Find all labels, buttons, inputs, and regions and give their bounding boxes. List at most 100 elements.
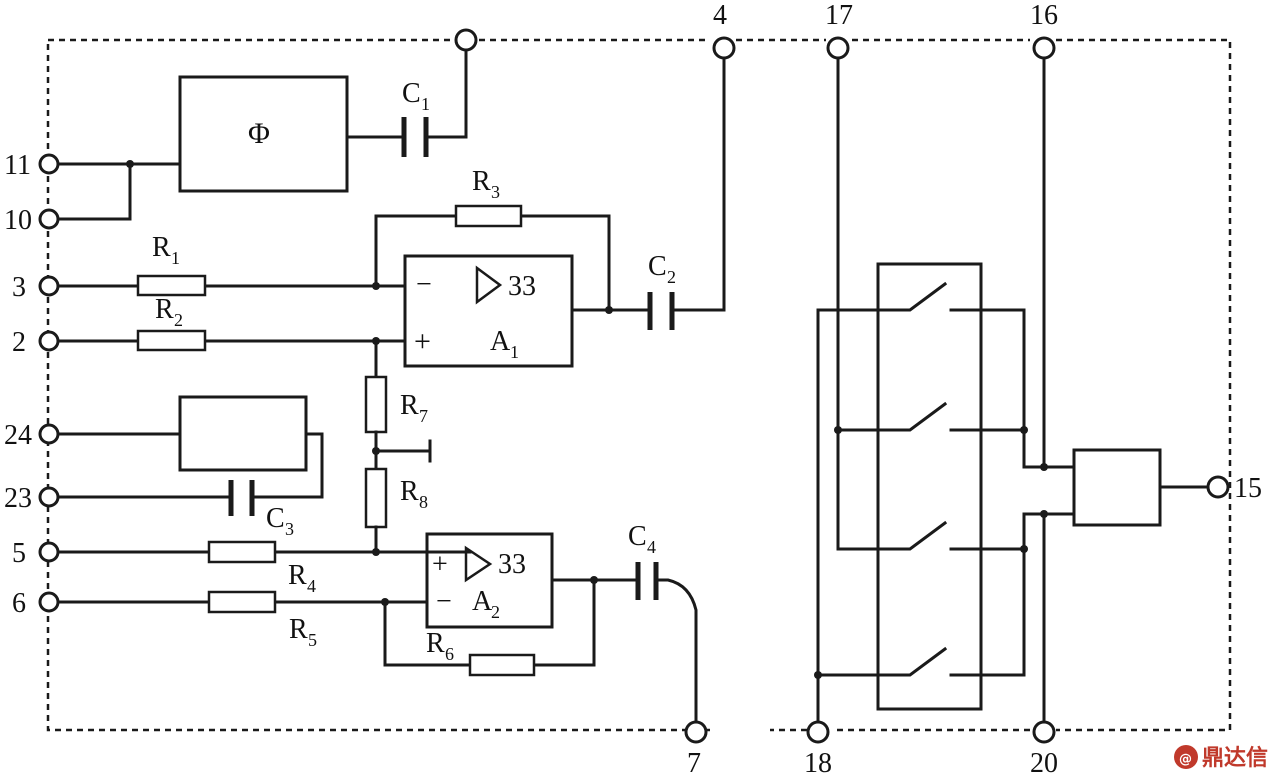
c3-sub: 3 <box>285 519 294 539</box>
junction <box>126 160 134 168</box>
junction <box>372 447 380 455</box>
switch-row-1 <box>816 281 1046 469</box>
terminal-16 <box>1032 36 1056 60</box>
opamp-a2 <box>425 532 554 629</box>
terminal-15-label: 15 <box>1234 473 1262 504</box>
r1-label: R <box>152 232 171 263</box>
resistor-r3 <box>454 204 523 228</box>
r2-sub: 2 <box>174 310 183 330</box>
r4-label: R <box>288 560 307 591</box>
terminal-6 <box>38 591 60 613</box>
r4-sub: 4 <box>307 576 316 596</box>
capacitor-c1 <box>401 117 429 157</box>
r6-sub: 6 <box>445 644 454 664</box>
a1-gain: 33 <box>508 271 536 302</box>
terminal-20-label: 20 <box>1030 748 1058 779</box>
resistor-r4 <box>207 540 277 564</box>
resistor-r8 <box>364 467 388 529</box>
terminal-11 <box>38 153 60 175</box>
terminal-4 <box>712 36 736 60</box>
terminal-4-label: 4 <box>713 0 727 31</box>
terminal-15 <box>1206 475 1230 499</box>
terminal-3 <box>38 275 60 297</box>
phi-block <box>178 75 349 193</box>
terminal-24 <box>38 423 60 445</box>
terminal-23 <box>38 486 60 508</box>
wire-10 <box>56 162 132 221</box>
switch-row-3 <box>836 512 1046 551</box>
terminal-18 <box>806 720 830 744</box>
terminal-23-label: 23 <box>4 483 32 514</box>
junction <box>590 576 598 584</box>
c4-label: C <box>628 521 647 552</box>
terminal-c1-top <box>454 28 478 52</box>
terminal-2-label: 2 <box>12 327 26 358</box>
wire-c4-out <box>656 578 698 724</box>
a2-label: A <box>472 586 493 617</box>
r1-sub: 1 <box>171 248 180 268</box>
wire-c2-out <box>672 56 726 312</box>
terminal-2 <box>38 330 60 352</box>
c3-label: C <box>266 503 285 534</box>
output-block <box>1072 448 1162 527</box>
terminal-11-label: 11 <box>4 150 31 181</box>
wire-r3 <box>374 214 611 312</box>
a2-gain: 33 <box>498 549 526 580</box>
svg-text:@: @ <box>1179 752 1192 767</box>
junction <box>605 306 613 314</box>
opamp-a2-triangle <box>464 545 493 583</box>
terminal-10-label: 10 <box>4 205 32 236</box>
c4-sub: 4 <box>647 537 656 557</box>
terminal-17 <box>826 36 850 60</box>
junction <box>1020 426 1028 434</box>
wire-output-in <box>1042 465 1076 516</box>
a1-sub: 1 <box>510 342 519 362</box>
a1-plus: + <box>414 325 431 358</box>
r3-label: R <box>472 166 491 197</box>
watermark: @ 鼎达信 <box>1174 745 1268 771</box>
phi-label: Φ <box>248 117 270 150</box>
a1-minus: − <box>416 269 432 300</box>
junction <box>372 548 380 556</box>
terminal-7 <box>684 720 708 744</box>
capacitor-c4 <box>635 562 659 600</box>
terminal-5 <box>38 541 60 563</box>
junction <box>814 671 822 679</box>
r5-sub: 5 <box>308 630 317 650</box>
resistor-r7 <box>364 375 388 434</box>
r2-label: R <box>155 294 174 325</box>
switch-array <box>876 262 983 711</box>
wire-c1-right <box>426 48 468 139</box>
r7-sub: 7 <box>419 406 428 426</box>
resistor-r5 <box>207 590 277 614</box>
junction <box>834 426 842 434</box>
c1-label: C <box>402 78 421 109</box>
terminal-24-label: 24 <box>4 420 32 451</box>
block-24 <box>178 395 308 472</box>
a1-label: A <box>490 326 511 357</box>
terminal-10 <box>38 208 60 230</box>
opamp-a1-triangle <box>475 265 503 305</box>
switch-row-2 <box>836 401 1026 432</box>
junction <box>1020 545 1028 553</box>
terminal-5-label: 5 <box>12 538 26 569</box>
a2-sub: 2 <box>491 602 500 622</box>
watermark-text: 鼎达信 <box>1202 745 1268 771</box>
a2-minus: − <box>436 586 452 617</box>
a2-plus: + <box>432 549 448 580</box>
r3-sub: 3 <box>491 182 500 202</box>
terminal-20 <box>1032 720 1056 744</box>
capacitor-c2 <box>647 292 675 330</box>
r6-label: R <box>426 628 445 659</box>
switch-row-4 <box>816 646 1026 677</box>
r7-label: R <box>400 390 419 421</box>
module-boundary <box>46 38 1232 732</box>
terminal-6-label: 6 <box>12 588 26 619</box>
c1-sub: 1 <box>421 94 430 114</box>
terminal-3-label: 3 <box>12 272 26 303</box>
terminal-7-label: 7 <box>687 748 701 779</box>
c2-sub: 2 <box>667 267 676 287</box>
r8-label: R <box>400 476 419 507</box>
